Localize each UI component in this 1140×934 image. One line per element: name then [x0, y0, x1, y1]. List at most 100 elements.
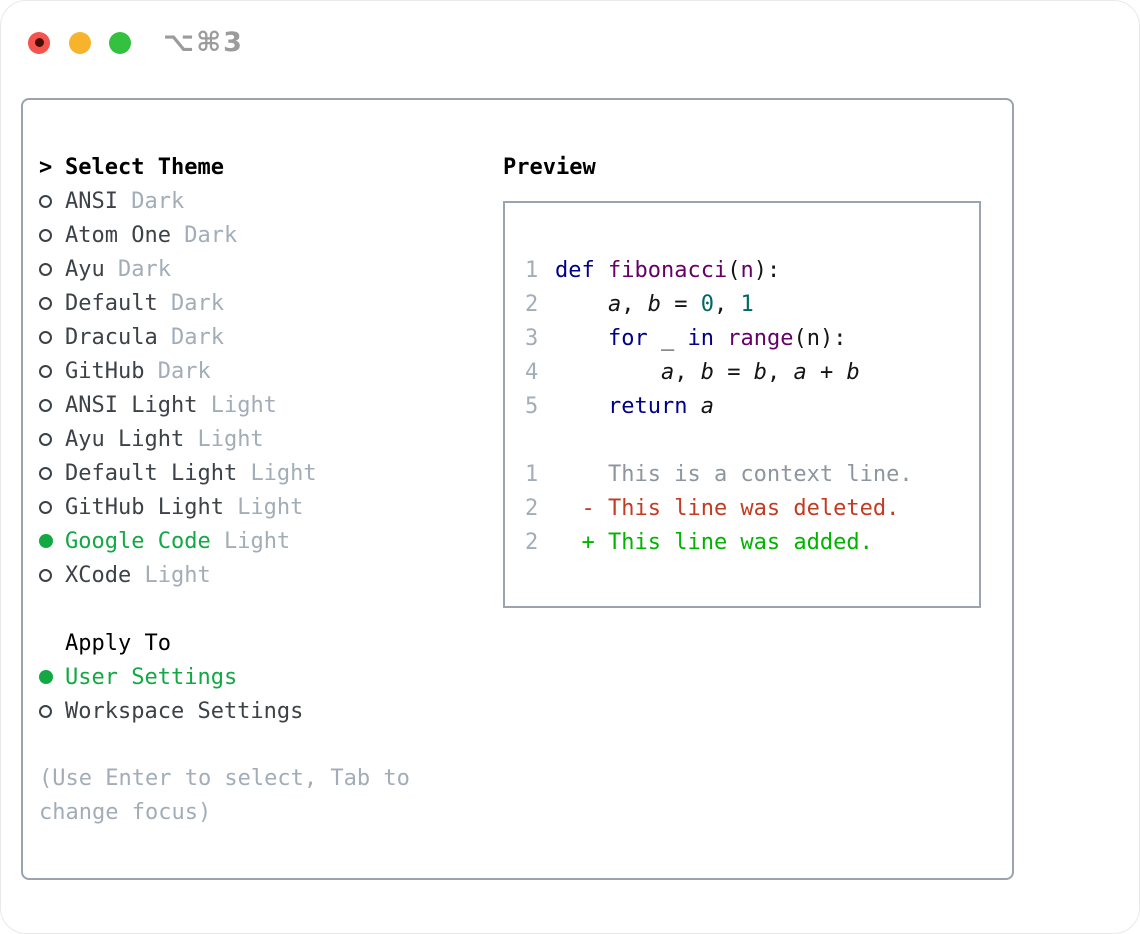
theme-name: ANSI Light: [65, 392, 211, 418]
code-token: 1: [740, 291, 754, 317]
theme-name: XCode: [65, 562, 145, 588]
radio-selected-icon: [39, 534, 53, 548]
radio-unselected-icon: [39, 704, 52, 718]
radio-marker: [39, 704, 65, 718]
minimize-button[interactable]: [69, 31, 91, 54]
theme-name: GitHub Light: [65, 494, 238, 520]
titlebar: ⌥⌘3: [28, 27, 244, 58]
code-token: [555, 394, 608, 419]
cursor-marker: >: [39, 155, 65, 180]
code-content: def fibonacci(n):: [555, 258, 780, 283]
radio-marker: [39, 568, 65, 582]
code-content: a, b = b, a + b: [555, 360, 860, 385]
code-token: ,: [713, 291, 741, 317]
radio-marker: [39, 500, 65, 514]
radio-marker: [39, 262, 65, 276]
radio-marker: [39, 670, 65, 684]
radio-marker: [39, 364, 65, 378]
code-token: [555, 360, 661, 385]
radio-marker: [39, 466, 65, 480]
radio-unselected-icon: [39, 364, 52, 378]
radio-marker: [39, 330, 65, 344]
code-token: _: [647, 325, 688, 351]
theme-variant-tag: Dark: [170, 324, 224, 350]
theme-name: Ayu: [65, 256, 118, 282]
theme-option-default-light[interactable]: Default Light Light: [39, 456, 469, 490]
theme-name: Atom One: [65, 222, 185, 248]
preview-title: Preview: [503, 154, 596, 180]
theme-variant-tag: Light: [223, 528, 291, 554]
line-number: 4: [525, 359, 539, 385]
code-token: ):: [753, 257, 781, 283]
radio-unselected-icon: [39, 432, 52, 446]
line-number: 5: [525, 393, 539, 419]
preview-code-line: [525, 423, 979, 457]
code-token: [555, 292, 608, 317]
code-token: b: [753, 359, 767, 385]
apply-to-title: Apply To: [65, 630, 171, 656]
code-token: a: [700, 393, 714, 419]
code-content: This is a context line.: [555, 462, 913, 487]
radio-unselected-icon: [39, 500, 52, 514]
close-button[interactable]: [28, 31, 50, 54]
code-content: - This line was deleted.: [555, 496, 899, 521]
code-token: for: [607, 325, 648, 351]
theme-name: Google Code: [65, 528, 224, 554]
radio-unselected-icon: [39, 262, 52, 276]
theme-option-github-light[interactable]: GitHub Light Light: [39, 490, 469, 524]
code-token: This is a context line.: [555, 461, 913, 487]
theme-option-ansi-light[interactable]: ANSI Light Light: [39, 388, 469, 422]
theme-option-ansi[interactable]: ANSI Dark: [39, 184, 469, 218]
line-number: 1: [525, 257, 539, 283]
theme-variant-tag: Dark: [131, 188, 185, 214]
theme-variant-tag: Light: [250, 460, 317, 486]
code-token: a: [607, 291, 622, 317]
theme-option-github[interactable]: GitHub Dark: [39, 354, 469, 388]
code-token: ,: [766, 359, 794, 385]
code-token: (: [727, 257, 741, 283]
code-token: [555, 326, 608, 351]
apply-to-header: Apply To: [39, 626, 469, 660]
theme-variant-tag: Dark: [170, 290, 224, 316]
radio-unselected-icon: [39, 568, 52, 582]
theme-option-default[interactable]: Default Dark: [39, 286, 469, 320]
theme-option-xcode[interactable]: XCode Light: [39, 558, 469, 592]
preview-code-line: 4 a, b = b, a + b: [525, 355, 979, 389]
code-token: n: [740, 257, 754, 283]
apply-option-user-settings[interactable]: User Settings: [39, 660, 469, 694]
theme-option-atom-one[interactable]: Atom One Dark: [39, 218, 469, 252]
theme-name: Default Light: [65, 460, 251, 486]
preview-code-line: 3 for _ in range(n):: [525, 321, 979, 355]
keyboard-hint: (Use Enter to select, Tab to change focu…: [39, 766, 410, 825]
theme-variant-tag: Dark: [184, 222, 238, 248]
code-token: b: [647, 291, 661, 317]
theme-name: Ayu Light: [65, 426, 198, 452]
code-token: def: [555, 257, 608, 283]
theme-option-ayu-light[interactable]: Ayu Light Light: [39, 422, 469, 456]
radio-unselected-icon: [39, 228, 52, 242]
theme-option-ayu[interactable]: Ayu Dark: [39, 252, 469, 286]
radio-marker: [39, 296, 65, 310]
code-token: [714, 326, 727, 351]
apply-option-label: User Settings: [65, 664, 238, 690]
apply-option-workspace-settings[interactable]: Workspace Settings: [39, 694, 469, 728]
line-number: 2: [525, 291, 539, 317]
zoom-button[interactable]: [109, 31, 131, 54]
preview-code-line: 2 + This line was added.: [525, 525, 979, 559]
code-content: for _ in range(n):: [555, 326, 846, 351]
theme-option-google-code[interactable]: Google Code Light: [39, 524, 469, 558]
preview-code-line: 2 - This line was deleted.: [525, 491, 979, 525]
theme-name: GitHub: [65, 358, 158, 384]
radio-unselected-icon: [39, 296, 52, 310]
radio-marker: [39, 194, 65, 208]
theme-variant-tag: Light: [210, 392, 277, 418]
code-token: b: [700, 359, 714, 385]
code-content: + This line was added.: [555, 530, 872, 555]
theme-option-dracula[interactable]: Dracula Dark: [39, 320, 469, 354]
code-token: a: [660, 359, 675, 385]
